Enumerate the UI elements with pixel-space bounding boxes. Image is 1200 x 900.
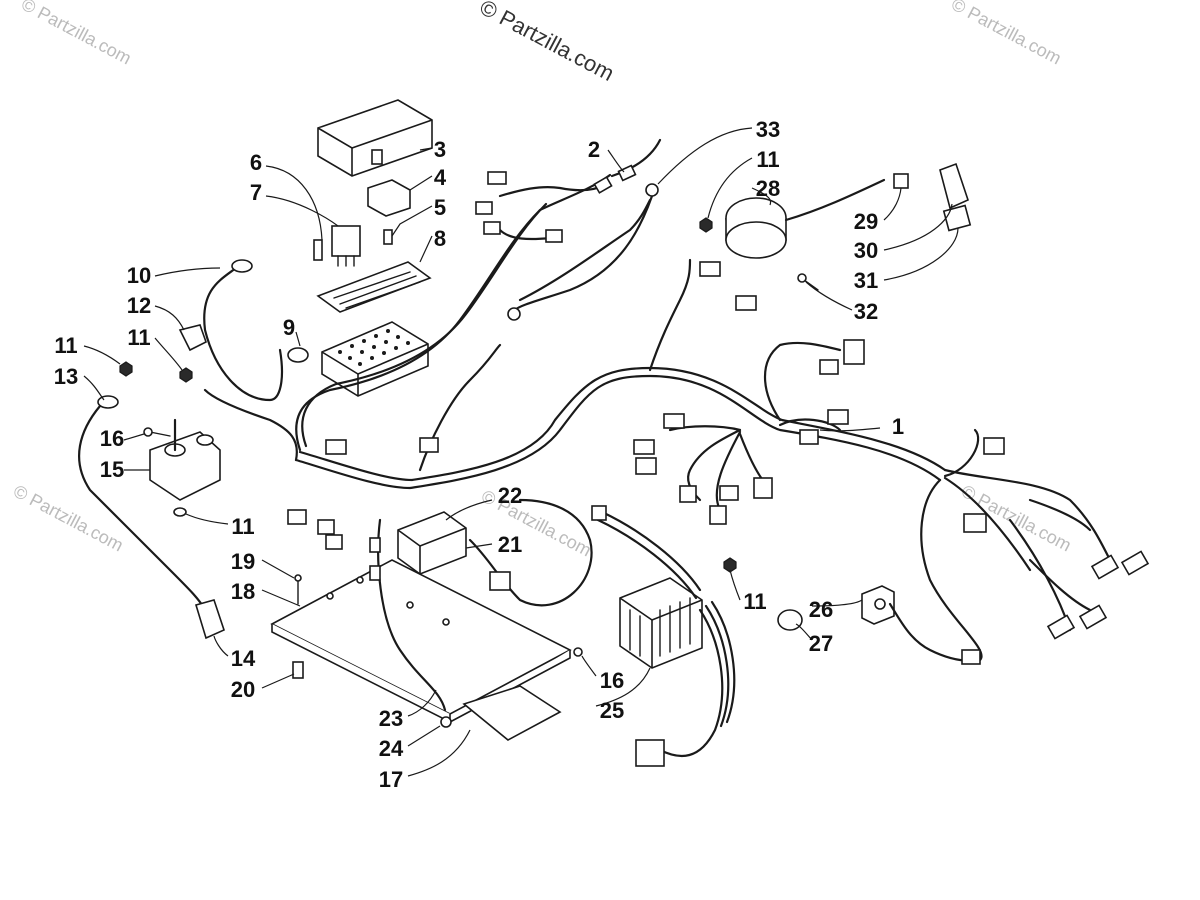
callout-30: 30 — [854, 238, 878, 263]
cdi-connector — [489, 571, 511, 591]
callout-28: 28 — [756, 176, 780, 201]
terminal-boot — [178, 324, 207, 352]
upper-harness-branch — [295, 173, 652, 472]
callout-11: 11 — [231, 514, 254, 539]
cdi-module — [397, 511, 467, 575]
voltage-regulator — [619, 577, 703, 669]
fuse — [383, 229, 393, 245]
callout-17: 17 — [379, 767, 403, 792]
callout-5: 5 — [434, 195, 446, 220]
callout-3: 3 — [434, 137, 446, 162]
watermark-mid-left: © Partzilla.com — [10, 481, 126, 556]
watermark-main: © Partzilla.com — [476, 0, 619, 86]
callout-15: 15 — [100, 457, 124, 482]
callout-11: 11 — [54, 333, 77, 358]
callout-21: 21 — [498, 532, 522, 557]
callout-7: 7 — [250, 180, 262, 205]
ground-wire-2 — [610, 138, 662, 178]
fuse-block — [321, 321, 429, 397]
retaining-clip — [287, 347, 309, 363]
nut-11-regulator — [723, 557, 737, 573]
terminal-cover-14 — [194, 599, 225, 640]
callout-8: 8 — [434, 226, 446, 251]
battery-cable-10 — [203, 266, 284, 402]
callouts: 1234567891011121113161511222119181420232… — [54, 117, 904, 792]
coil-accessories — [699, 162, 972, 291]
callout-14: 14 — [231, 646, 256, 671]
callout-32: 32 — [854, 299, 878, 324]
watermark-mid-center: © Partzilla.com — [478, 486, 594, 561]
starter-solenoid — [149, 418, 221, 501]
ring-terminal-10 — [231, 259, 253, 273]
callout-22: 22 — [498, 483, 522, 508]
callout-9: 9 — [283, 315, 295, 340]
snap-ring-27 — [777, 609, 803, 631]
ground-cable-33 — [513, 194, 654, 312]
callout-10: 10 — [127, 263, 151, 288]
right-connectors — [633, 261, 1005, 665]
callout-11: 11 — [127, 325, 150, 350]
hardware-bag — [462, 685, 562, 741]
callout-18: 18 — [231, 579, 255, 604]
callout-23: 23 — [379, 706, 403, 731]
watermark-top-right: © Partzilla.com — [948, 0, 1064, 68]
regulator-screw-16 — [573, 647, 583, 657]
fuse-box-cover — [317, 99, 433, 177]
relay-small — [313, 225, 361, 267]
callout-6: 6 — [250, 150, 262, 175]
callout-11: 11 — [756, 147, 779, 172]
callout-11: 11 — [743, 589, 766, 614]
fuse-label-sheet — [316, 261, 432, 313]
ring-terminal-13 — [97, 395, 119, 409]
callout-26: 26 — [809, 597, 833, 622]
callout-33: 33 — [756, 117, 780, 142]
callout-31: 31 — [854, 268, 878, 293]
callout-20: 20 — [231, 677, 255, 702]
ring-terminal-33b — [507, 307, 521, 321]
ignition-coil — [725, 178, 886, 259]
screw-16 — [143, 427, 171, 437]
leader-lines — [83, 127, 959, 777]
battery-cable-13 — [78, 404, 207, 612]
relay-large — [367, 179, 411, 217]
ring-terminal-33 — [645, 183, 659, 197]
cable-to-solenoid — [203, 388, 298, 462]
callout-16: 16 — [100, 426, 124, 451]
callout-29: 29 — [854, 209, 878, 234]
callout-24: 24 — [379, 736, 404, 761]
ring-terminal-24 — [440, 716, 452, 728]
rivet-20 — [292, 661, 304, 679]
callout-19: 19 — [231, 549, 255, 574]
nuts — [119, 361, 193, 517]
callout-12: 12 — [127, 293, 151, 318]
screw-19 — [294, 574, 302, 605]
callout-4: 4 — [434, 165, 447, 190]
callout-1: 1 — [892, 414, 904, 439]
callout-2: 2 — [588, 137, 600, 162]
connector-2 — [617, 164, 637, 182]
callout-27: 27 — [809, 631, 833, 656]
lamp-connectors — [1008, 498, 1150, 640]
callout-13: 13 — [54, 364, 78, 389]
junction-connectors — [287, 437, 439, 581]
regulator-harness — [591, 505, 736, 767]
upper-connectors — [475, 171, 613, 243]
callout-25: 25 — [600, 698, 624, 723]
callout-16: 16 — [600, 668, 624, 693]
watermark-top-left: © Partzilla.com — [18, 0, 134, 68]
